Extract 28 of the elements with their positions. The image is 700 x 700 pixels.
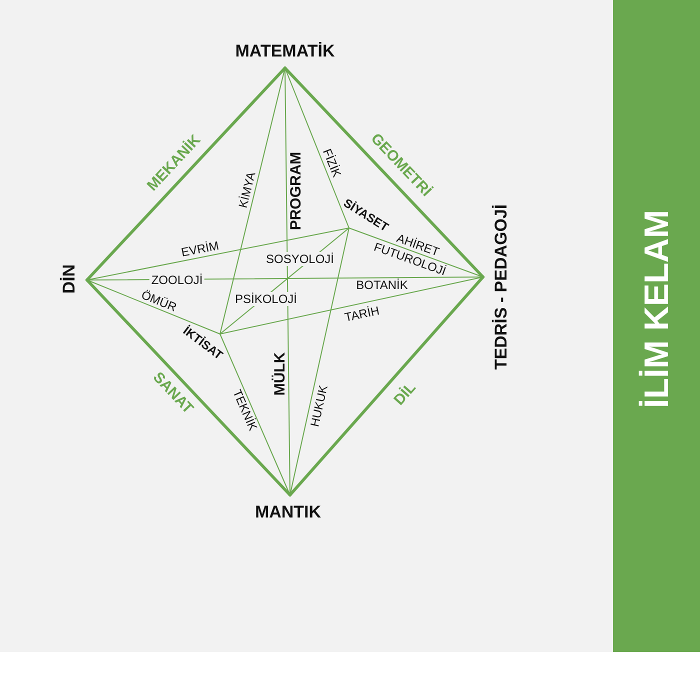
edge-label: KİMYA [236, 170, 258, 210]
edge-label: PROGRAM [288, 152, 304, 230]
edge-label: EVRİM [180, 239, 220, 259]
vertex-label: DİN [60, 264, 80, 294]
connector-line [290, 228, 350, 496]
edge-label: TARİH [344, 304, 380, 324]
connector-line [284, 68, 290, 496]
vertex-label: TEDRİS - PEDAGOJİ [492, 204, 512, 370]
connector-line [220, 334, 290, 496]
connector-line [288, 276, 484, 496]
connector-line [348, 228, 484, 278]
connector-line [220, 68, 286, 334]
connector-line [86, 280, 220, 334]
text-label: MÜLK [272, 352, 288, 396]
vertex-label: MATEMATİK [235, 42, 335, 62]
connector-line [86, 278, 292, 496]
edge-label: ZOOLOJİ [149, 273, 205, 287]
connector-line [220, 276, 484, 334]
edge-label: FİZİK [320, 147, 344, 179]
title: İLİM KELAM [640, 210, 674, 408]
connector-line [86, 228, 350, 280]
edge-label: DİL [391, 380, 419, 408]
connector-line [284, 68, 350, 228]
edge-label: HUKUK [308, 384, 330, 428]
connector-line [284, 66, 484, 278]
vertex-label: MANTIK [254, 504, 322, 522]
text-label: BOTANİK [356, 279, 408, 291]
connector-line [86, 66, 286, 282]
